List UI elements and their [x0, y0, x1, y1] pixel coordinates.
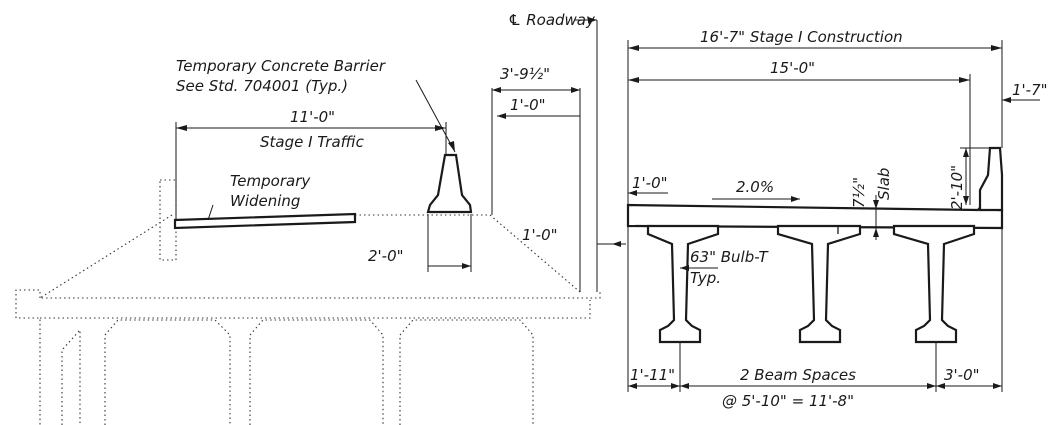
beam-type-label: 63" Bulb-T: [690, 248, 770, 266]
bulb-t-beam-3: [892, 224, 976, 344]
existing-deck-outline: [38, 214, 601, 299]
widening-leader: [207, 204, 214, 221]
barrier-leader: [415, 79, 456, 153]
existing-pier-2: [104, 319, 231, 425]
dim-bottom: [627, 226, 1003, 392]
dim-1-0-deck-label: 1'-0": [632, 174, 668, 192]
bulb-t-beam-2: [776, 224, 862, 344]
bulb-t-arrow: [680, 265, 689, 271]
stage1-traffic-label: Stage I Traffic: [260, 133, 365, 151]
beam-spacing-label: @ 5'-10" = 11'-8": [722, 392, 854, 410]
existing-deck-top: [355, 214, 581, 293]
dim-1-0-upper: [497, 113, 580, 119]
dim-1-0-deck: [628, 190, 668, 196]
dim-1-0-lower: [597, 241, 626, 247]
dim-1-11-label: 1'-11": [630, 366, 675, 384]
dim-2-10: [960, 147, 990, 205]
barrier-label-line1: Temporary Concrete Barrier: [176, 57, 386, 75]
slab-label: Slab: [875, 168, 893, 200]
dim-slab-thickness: [873, 195, 879, 240]
dim-11-0-label: 11'-0": [290, 108, 335, 126]
temp-widening-label-2: Widening: [230, 192, 300, 210]
dim-3-9-half-label: 3'-9½": [500, 65, 550, 83]
temp-widening-label-1: Temporary: [230, 172, 311, 190]
temporary-widening: [173, 204, 357, 230]
beam-spaces-label: 2 Beam Spaces: [740, 366, 856, 384]
dim-15-0: [628, 74, 971, 205]
dim-1-7: [1002, 97, 1040, 103]
temporary-concrete-barrier: [426, 153, 473, 214]
roadway-arrow: [588, 17, 597, 23]
existing-edge-post: [159, 179, 177, 261]
existing-pier-1: [61, 328, 81, 425]
deck-slab: [626, 173, 1004, 230]
dim-barrier-offset: [427, 214, 472, 272]
existing-cap-end: [15, 289, 41, 425]
existing-pier-4: [399, 319, 534, 425]
cross-slope-label: 2.0%: [736, 178, 774, 196]
dim-1-0-upper-label: 1'-0": [510, 96, 546, 114]
existing-cap-bottom: [40, 300, 591, 319]
existing-pier-3: [249, 319, 384, 425]
dim-1-7-label: 1'-7": [1012, 81, 1048, 99]
bulb-t-beam-1: [646, 224, 720, 344]
roadway-centerline-label: ℄ Roadway: [508, 11, 596, 29]
barrier-offset-label: 2'-0": [368, 247, 404, 265]
parapet-height-label: 2'-10": [948, 165, 966, 210]
barrier-leader-arrow: [448, 141, 455, 152]
slab-thickness-label: 7½": [850, 177, 868, 208]
dim-1-0-lower-label: 1'-0": [522, 226, 558, 244]
beam-typ-label: Typ.: [690, 269, 721, 287]
slope-arrow: [712, 196, 800, 202]
stage1-construction-label: 16'-7" Stage I Construction: [700, 28, 903, 46]
existing-structure-outline: [15, 179, 601, 425]
temporary-widening-slab: [173, 212, 357, 230]
parapet: [978, 146, 1004, 212]
dim-16-7: [627, 40, 1003, 205]
dim-11-0: [175, 122, 447, 220]
dim-15-0-label: 15'-0": [770, 59, 815, 77]
new-bridge-deck: [626, 173, 1004, 230]
dim-3-0-label: 3'-0": [944, 366, 980, 384]
dim-3-9-half: [492, 87, 580, 93]
barrier-label-line2: See Std. 704001 (Typ.): [176, 77, 348, 95]
